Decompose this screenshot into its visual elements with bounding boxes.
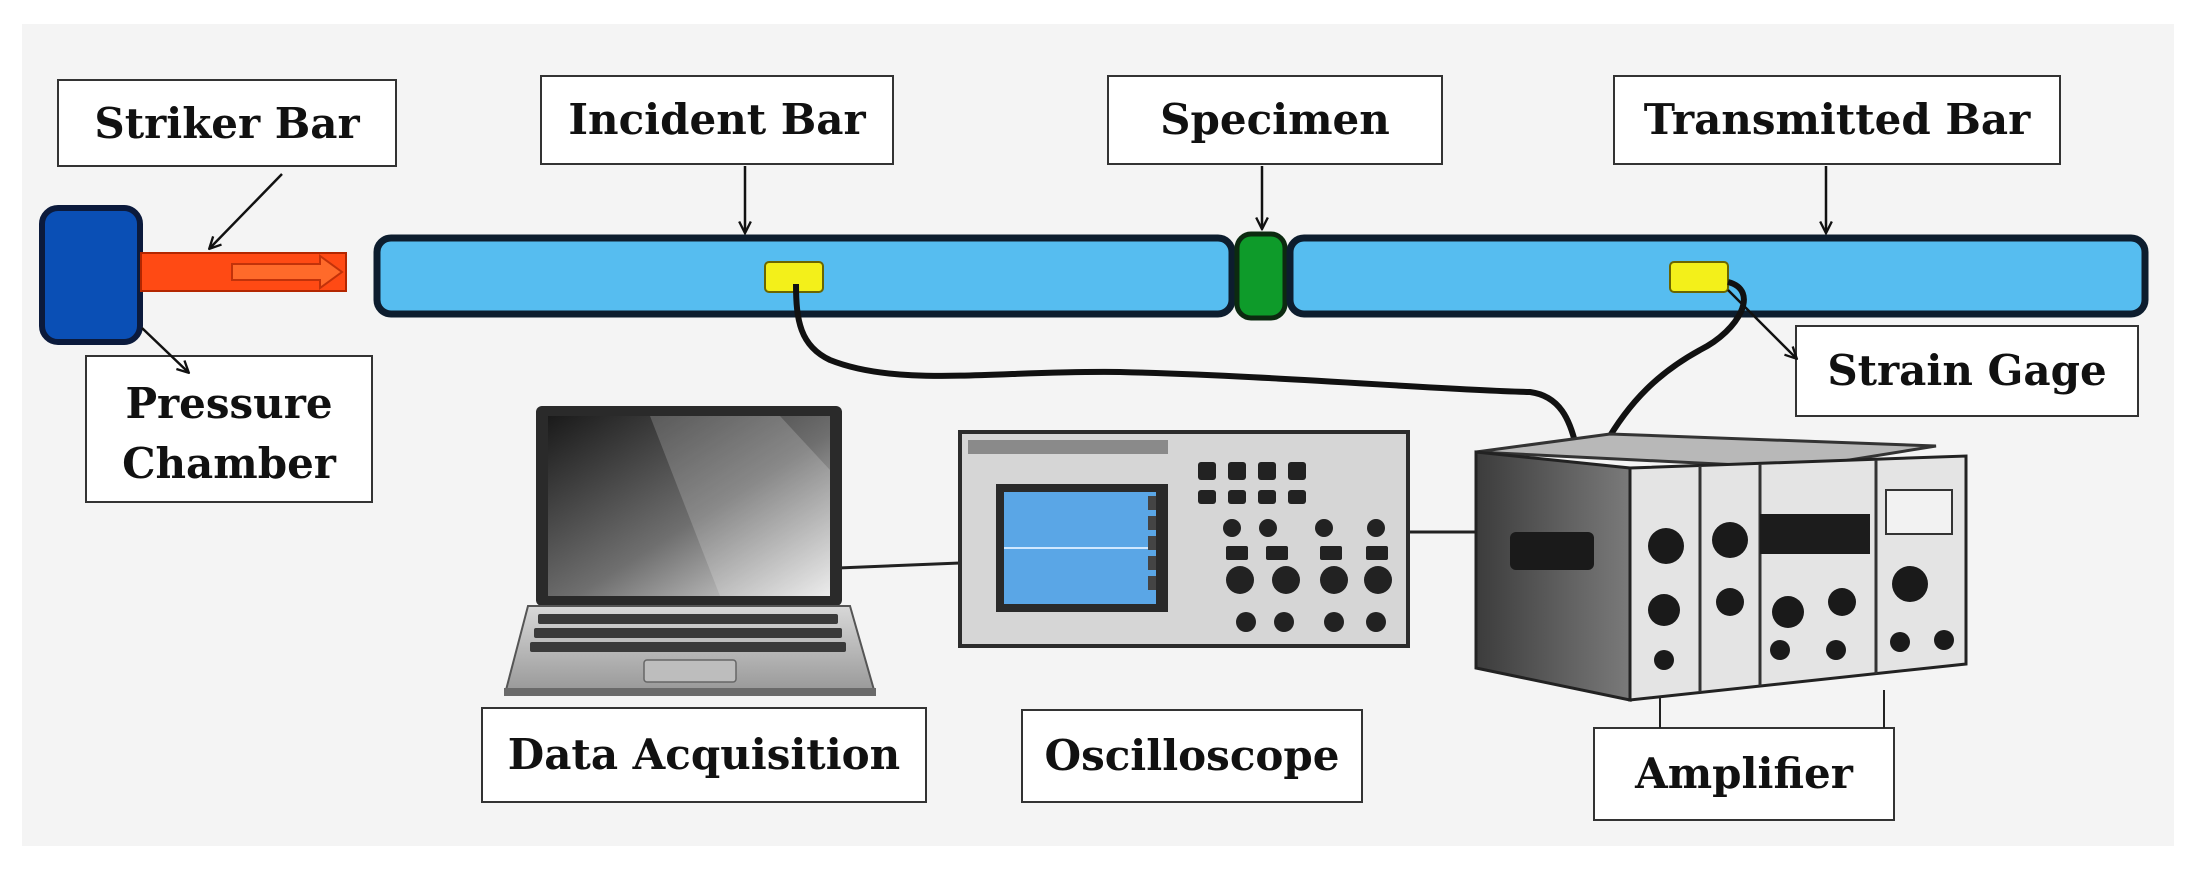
amplifier-knobs <box>1648 522 1954 670</box>
strain-gage-transmitted <box>1669 261 1729 293</box>
pressure-chamber-label-line1: Pressure <box>125 379 332 428</box>
oscilloscope-buttons <box>1198 462 1392 632</box>
amplifier-illustration <box>1474 432 1968 702</box>
specimen-label: Specimen <box>1160 95 1390 144</box>
oscilloscope-label: Oscilloscope <box>1044 731 1339 780</box>
strain-gage-pointer <box>1727 289 1796 358</box>
amplifier-label: Amplifier <box>1634 749 1854 798</box>
pressure-chamber-label-line2: Chamber <box>122 439 337 488</box>
transmitted-bar-label: Transmitted Bar <box>1644 95 2031 144</box>
laptop-keyboard <box>530 614 846 652</box>
cable-transmitted-gage-to-amplifier <box>1601 279 1747 448</box>
cable-laptop-to-oscilloscope <box>837 561 961 570</box>
specimen-label-box: Specimen <box>1107 75 1443 165</box>
striker-bar-label-box: Striker Bar <box>57 79 397 167</box>
strain-gage-label-box: Strain Gage <box>1795 325 2139 417</box>
data-acquisition-label: Data Acquisition <box>508 730 900 779</box>
striker-bar-label: Striker Bar <box>94 99 360 148</box>
transmitted-bar-label-box: Transmitted Bar <box>1613 75 2061 165</box>
strain-gage-label: Strain Gage <box>1827 346 2106 395</box>
oscilloscope-illustration <box>958 430 1410 648</box>
striker-bar-pointer <box>210 173 283 248</box>
cable-incident-gage-to-amplifier <box>793 283 1579 447</box>
pressure-chamber-label-box: Pressure Chamber <box>85 355 373 503</box>
incident-bar-label: Incident Bar <box>568 95 866 144</box>
specimen <box>1234 231 1288 321</box>
incident-bar-label-box: Incident Bar <box>540 75 894 165</box>
pressure-chamber-pointer <box>141 327 188 372</box>
laptop-illustration <box>504 406 876 696</box>
striker-direction-arrow <box>231 254 344 290</box>
amplifier-label-box: Amplifier <box>1593 727 1895 821</box>
pressure-chamber <box>39 205 143 345</box>
data-acquisition-label-box: Data Acquisition <box>481 707 927 803</box>
oscilloscope-label-box: Oscilloscope <box>1021 709 1363 803</box>
